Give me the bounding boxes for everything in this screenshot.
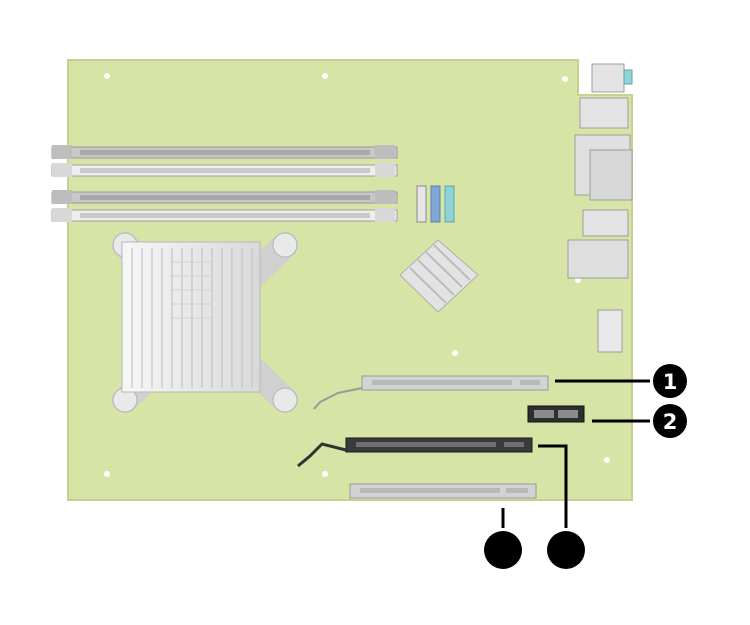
callout-line-3 [538, 444, 568, 528]
rear-io-ports [567, 63, 633, 353]
vga-port-lower [589, 149, 633, 201]
usb-port-stack [579, 97, 629, 129]
callout-3 [547, 531, 585, 569]
callout-4 [484, 531, 522, 569]
callout-1: 1 [653, 364, 687, 398]
mounting-hole [104, 73, 110, 79]
ethernet-port [567, 239, 629, 279]
callout-2: 2 [653, 404, 687, 438]
dimm-slot [51, 190, 398, 204]
chipset-heatsink [399, 239, 479, 313]
dimm-slot [51, 145, 398, 159]
callout-circle [653, 404, 687, 438]
audio-jack [623, 69, 633, 85]
pcie-x1-connector-small [527, 405, 585, 423]
dimm-slot [51, 208, 398, 222]
sata-connector [416, 185, 427, 223]
dimm-slots [51, 145, 398, 222]
sata-connector [444, 185, 455, 223]
callout-number: 1 [663, 370, 678, 394]
audio-port [591, 63, 625, 93]
sata-connectors [416, 185, 455, 223]
mounting-holes [104, 73, 610, 477]
mounting-hole [452, 350, 458, 356]
mounting-hole [104, 471, 110, 477]
callout-circle [484, 531, 522, 569]
callout-circle [653, 364, 687, 398]
cpu-heatsink [112, 232, 298, 413]
callout-lines [501, 379, 650, 528]
mounting-hole [604, 457, 610, 463]
mounting-hole [562, 76, 568, 82]
pcie-x16-slot [297, 437, 533, 468]
callout-circle [547, 531, 585, 569]
dimm-slot [51, 163, 398, 177]
displayport [597, 309, 623, 353]
sata-connector [430, 185, 441, 223]
pcie-x1-slot-top [313, 375, 549, 410]
mounting-hole [322, 471, 328, 477]
pci-slot-bottom [349, 483, 537, 499]
mounting-hole [322, 73, 328, 79]
callout-number: 2 [663, 410, 678, 434]
usb-port [582, 209, 629, 237]
